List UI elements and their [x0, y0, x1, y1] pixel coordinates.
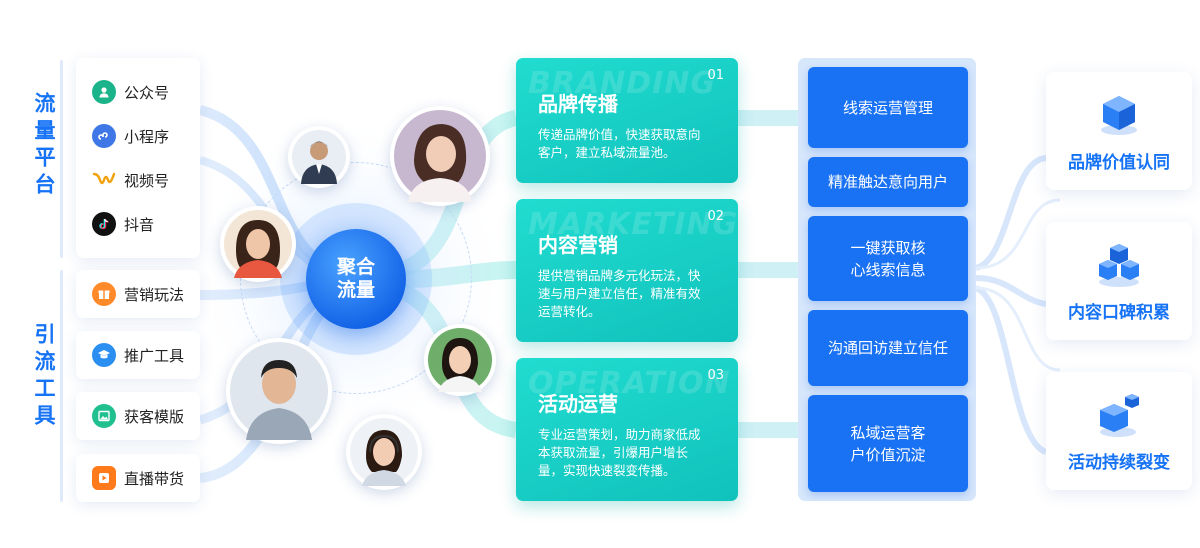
avatar-woman-green [424, 324, 496, 396]
single-cube-icon [1101, 96, 1137, 135]
card-watermark: MARKETING [528, 207, 738, 242]
card-branding: BRANDING 01 品牌传播 传递品牌价值，快速获取意向 客户，建立私域流量… [516, 58, 738, 183]
card-desc-line: 量，实现快速裂变传播。 [538, 463, 676, 478]
card-desc-line: 传递品牌价值，快速获取意向 [538, 127, 701, 142]
platform-item-channels[interactable]: 视频号 [92, 166, 169, 194]
panel-item-follow-up-trust: 沟通回访建立信任 [808, 310, 968, 386]
tools-title-text: 引流工具 [32, 323, 56, 431]
outcome-brand-recognition: 品牌价值认同 [1046, 72, 1192, 190]
person-photo-icon [350, 418, 418, 486]
aggregate-traffic-hub: 聚合流量 [306, 229, 406, 329]
card-number: 03 [707, 368, 724, 383]
card-title: 品牌传播 [538, 92, 618, 116]
card-marketing: MARKETING 02 内容营销 提供营销品牌多元化玩法，快 速与用户建立信任… [516, 199, 738, 342]
card-description: 传递品牌价值，快速获取意向 客户，建立私域流量池。 [538, 126, 724, 162]
card-desc-line: 运营转化。 [538, 304, 601, 319]
person-photo-icon [394, 110, 486, 202]
tool-label: 营销玩法 [124, 285, 185, 304]
panel-item-lead-management: 线索运营管理 [808, 67, 968, 148]
panel-item-label: 一键获取核 心线索信息 [850, 238, 926, 279]
panel-item-label: 精准触达意向用户 [827, 173, 948, 191]
person-photo-icon [224, 210, 292, 278]
avatar-man-tshirt [226, 338, 332, 444]
platform-title-text: 流量平台 [32, 92, 56, 200]
gift-icon [92, 282, 116, 306]
card-title: 活动运营 [538, 392, 618, 416]
panel-item-one-click-leads: 一键获取核 心线索信息 [808, 216, 968, 301]
tool-item-marketing-play[interactable]: 营销玩法 [76, 270, 200, 318]
card-description: 专业运营策划，助力商家低成 本获取流量，引爆用户增长 量，实现快速裂变传播。 [538, 426, 724, 480]
card-operation: OPERATION 03 活动运营 专业运营策划，助力商家低成 本获取流量，引爆… [516, 358, 738, 501]
outcome-label: 活动持续裂变 [1068, 453, 1170, 473]
platform-list: 公众号 小程序 视频号 抖音 [76, 58, 200, 258]
person-photo-icon [292, 130, 346, 184]
live-play-icon [92, 466, 116, 490]
platform-divider [60, 60, 63, 258]
outcome-label: 内容口碑积累 [1068, 303, 1170, 323]
tools-section-title: 引流工具 [28, 323, 58, 431]
outcome-activity-fission: 活动持续裂变 [1046, 372, 1192, 490]
tool-label: 获客模版 [124, 407, 185, 426]
card-desc-line: 提供营销品牌多元化玩法，快 [538, 268, 701, 283]
person-photo-icon [230, 342, 328, 440]
outcome-label: 品牌价值认同 [1068, 153, 1170, 173]
platform-label: 公众号 [124, 83, 170, 102]
channels-icon [92, 168, 116, 192]
platform-label: 视频号 [124, 171, 170, 190]
panel-item-label: 线索运营管理 [842, 98, 933, 117]
tool-label: 推广工具 [124, 346, 185, 365]
card-desc-line: 专业运营策划，助力商家低成 [538, 427, 701, 442]
mini-program-icon [92, 124, 116, 148]
card-description: 提供营销品牌多元化玩法，快 速与用户建立信任，精准有效 运营转化。 [538, 267, 724, 321]
wechat-official-account-icon [92, 80, 116, 104]
douyin-icon [92, 212, 116, 236]
tool-item-live-commerce[interactable]: 直播带货 [76, 454, 200, 502]
tool-label: 直播带货 [124, 469, 185, 488]
platform-label: 抖音 [124, 215, 155, 234]
hub-label: 聚合流量 [336, 256, 375, 301]
platform-label: 小程序 [124, 127, 170, 146]
tools-divider [60, 270, 63, 502]
avatar-woman-phone [390, 106, 490, 206]
card-title: 内容营销 [538, 233, 618, 257]
graduate-icon [92, 343, 116, 367]
person-photo-icon [428, 328, 492, 392]
image-template-icon [92, 404, 116, 428]
outcome-content-reputation: 内容口碑积累 [1046, 222, 1192, 340]
panel-item-label: 沟通回访建立信任 [827, 339, 948, 357]
card-desc-line: 客户，建立私域流量池。 [538, 145, 676, 160]
avatar-man-suit [288, 126, 350, 188]
card-watermark: BRANDING [528, 66, 717, 101]
stacked-cubes-icon [1099, 244, 1139, 287]
platform-item-gongzhonghao[interactable]: 公众号 [92, 78, 169, 106]
panel-item-private-domain-value: 私域运营客 户价值沉淀 [808, 395, 968, 492]
platform-section-title: 流量平台 [28, 92, 58, 200]
card-desc-line: 本获取流量，引爆用户增长 [538, 445, 689, 460]
card-number: 01 [707, 68, 724, 83]
avatar-woman-smile [220, 206, 296, 282]
avatar-woman-headset [346, 414, 422, 490]
split-cubes-icon [1100, 394, 1139, 437]
panel-item-label: 私域运营客 户价值沉淀 [850, 423, 926, 464]
panel-item-precise-reach: 精准触达意向用户 [808, 157, 968, 207]
card-desc-line: 速与用户建立信任，精准有效 [538, 286, 701, 301]
card-number: 02 [707, 209, 724, 224]
tool-item-promotion[interactable]: 推广工具 [76, 331, 200, 379]
card-watermark: OPERATION [528, 366, 731, 401]
platform-item-douyin[interactable]: 抖音 [92, 210, 154, 238]
tool-item-acquisition-template[interactable]: 获客模版 [76, 392, 200, 440]
platform-item-miniprogram[interactable]: 小程序 [92, 122, 169, 150]
